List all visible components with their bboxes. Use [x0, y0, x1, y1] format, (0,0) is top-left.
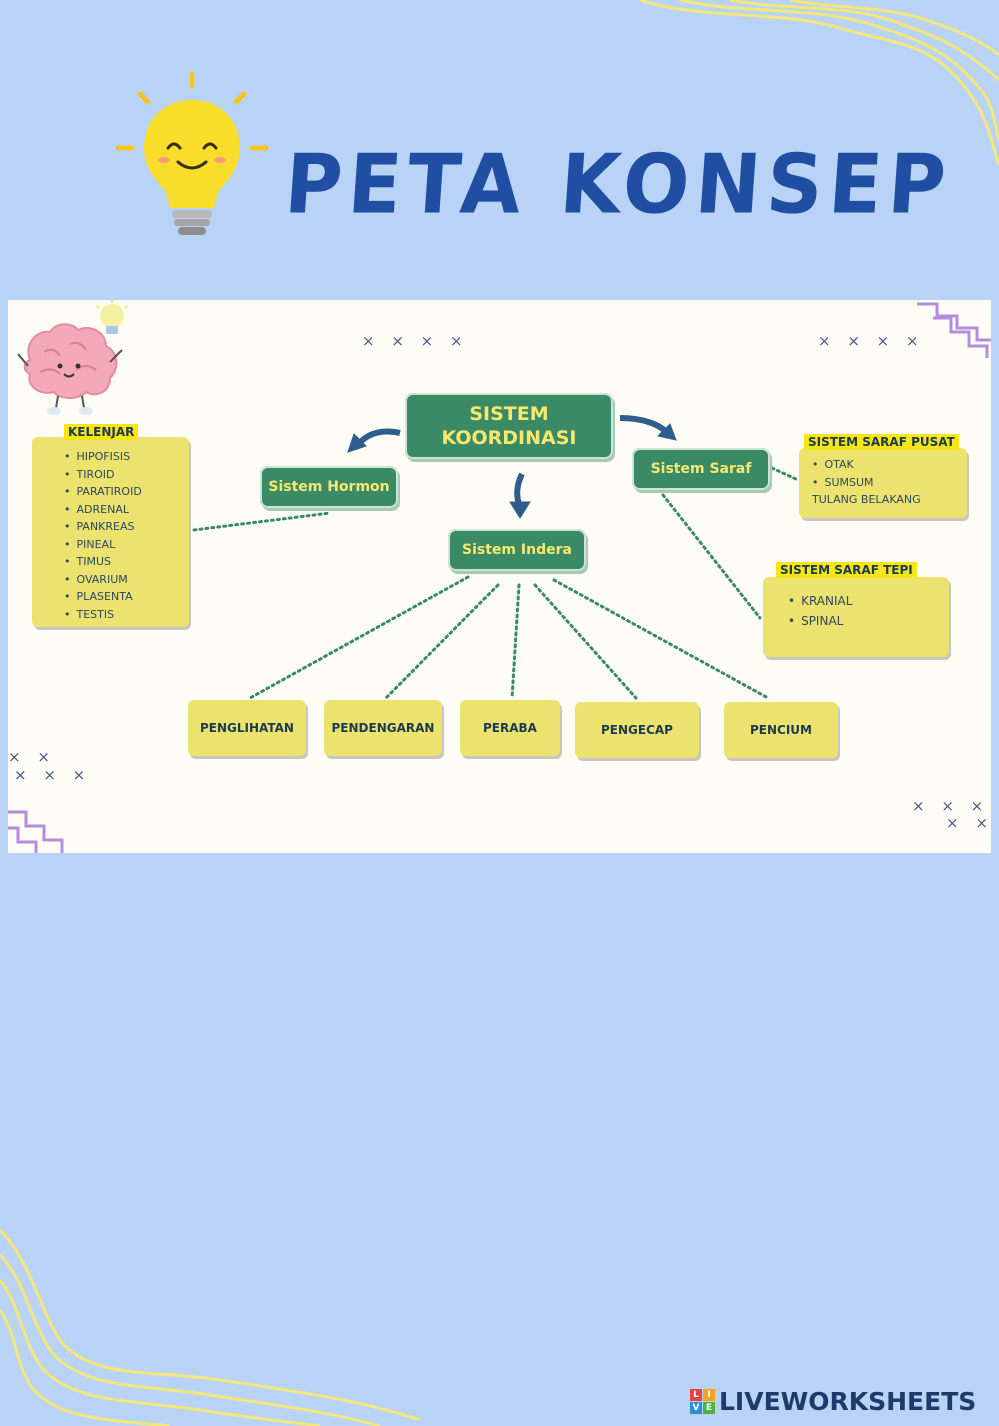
- decor-x-marks: × ×: [8, 748, 56, 766]
- list-item: PANKREAS: [64, 518, 142, 536]
- branch-node-hormon: Sistem Hormon: [260, 466, 398, 508]
- kelenjar-label: KELENJAR: [64, 424, 139, 440]
- logo-letter: V: [690, 1401, 702, 1414]
- brand-text: LIVEWORKSHEETS: [719, 1386, 977, 1416]
- list-item: KRANIAL: [788, 591, 852, 611]
- logo-letter: E: [703, 1401, 715, 1414]
- indera-node-penglihatan: PENGLIHATAN: [188, 700, 306, 756]
- branch-node-indera: Sistem Indera: [448, 529, 586, 571]
- indera-node-pendengaran: PENDENGARAN: [324, 700, 442, 756]
- page-title: PETA KONSEP: [281, 137, 955, 233]
- saraf-tepi-list: KRANIAL SPINAL: [788, 591, 852, 631]
- indera-node-pengecap: PENGECAP: [575, 702, 699, 758]
- decor-x-marks: × ×: [946, 814, 991, 832]
- list-item: OTAK: [812, 456, 922, 474]
- root-node: SISTEM KOORDINASI: [405, 393, 613, 459]
- brand-logo-icon: L I V E: [690, 1388, 715, 1414]
- connector-lines: [192, 415, 800, 700]
- indera-node-peraba: PERABA: [460, 700, 560, 756]
- list-item: PARATIROID: [64, 483, 142, 501]
- kelenjar-list: HIPOFISIS TIROID PARATIROID ADRENAL PANK…: [64, 448, 142, 623]
- zigzag-decoration-bottom-left: [8, 810, 64, 853]
- list-item: HIPOFISIS: [64, 448, 142, 466]
- root-node-line1: SISTEM: [469, 403, 549, 425]
- concept-map-panel: × × × × × × × × × × × × × × × × × × × SI…: [8, 300, 991, 853]
- root-node-line2: KOORDINASI: [441, 427, 577, 449]
- branch-node-saraf: Sistem Saraf: [632, 448, 770, 490]
- list-item: TIROID: [64, 466, 142, 484]
- list-item: PLASENTA: [64, 588, 142, 606]
- list-item: SPINAL: [788, 611, 852, 631]
- bottom-left-wave-decoration: [0, 1228, 421, 1426]
- zigzag-decoration-top-right: [917, 302, 991, 358]
- list-item: PINEAL: [64, 536, 142, 554]
- logo-letter: L: [690, 1388, 702, 1401]
- saraf-tepi-label: SISTEM SARAF TEPI: [776, 562, 917, 578]
- logo-letter: I: [703, 1388, 715, 1401]
- decor-x-marks: × × ×: [14, 766, 92, 784]
- lightbulb-icon: [115, 71, 269, 235]
- list-item: TIMUS: [64, 553, 142, 571]
- list-item: OVARIUM: [64, 571, 142, 589]
- list-item: SUMSUM TULANG BELAKANG: [812, 474, 922, 508]
- saraf-pusat-label: SISTEM SARAF PUSAT: [804, 434, 959, 450]
- saraf-pusat-list: OTAK SUMSUM TULANG BELAKANG: [812, 456, 922, 508]
- decor-x-marks: × × × ×: [362, 332, 469, 350]
- decor-x-marks: × × × ×: [912, 797, 991, 815]
- list-item: ADRENAL: [64, 501, 142, 519]
- list-item: TESTIS: [64, 606, 142, 624]
- brand-logo: L I V E LIVEWORKSHEETS: [690, 1385, 976, 1417]
- indera-node-pencium: PENCIUM: [724, 702, 838, 758]
- brain-mascot-icon: [17, 300, 129, 415]
- decor-x-marks: × × × ×: [818, 332, 925, 350]
- top-right-wave-decoration: [639, 0, 999, 166]
